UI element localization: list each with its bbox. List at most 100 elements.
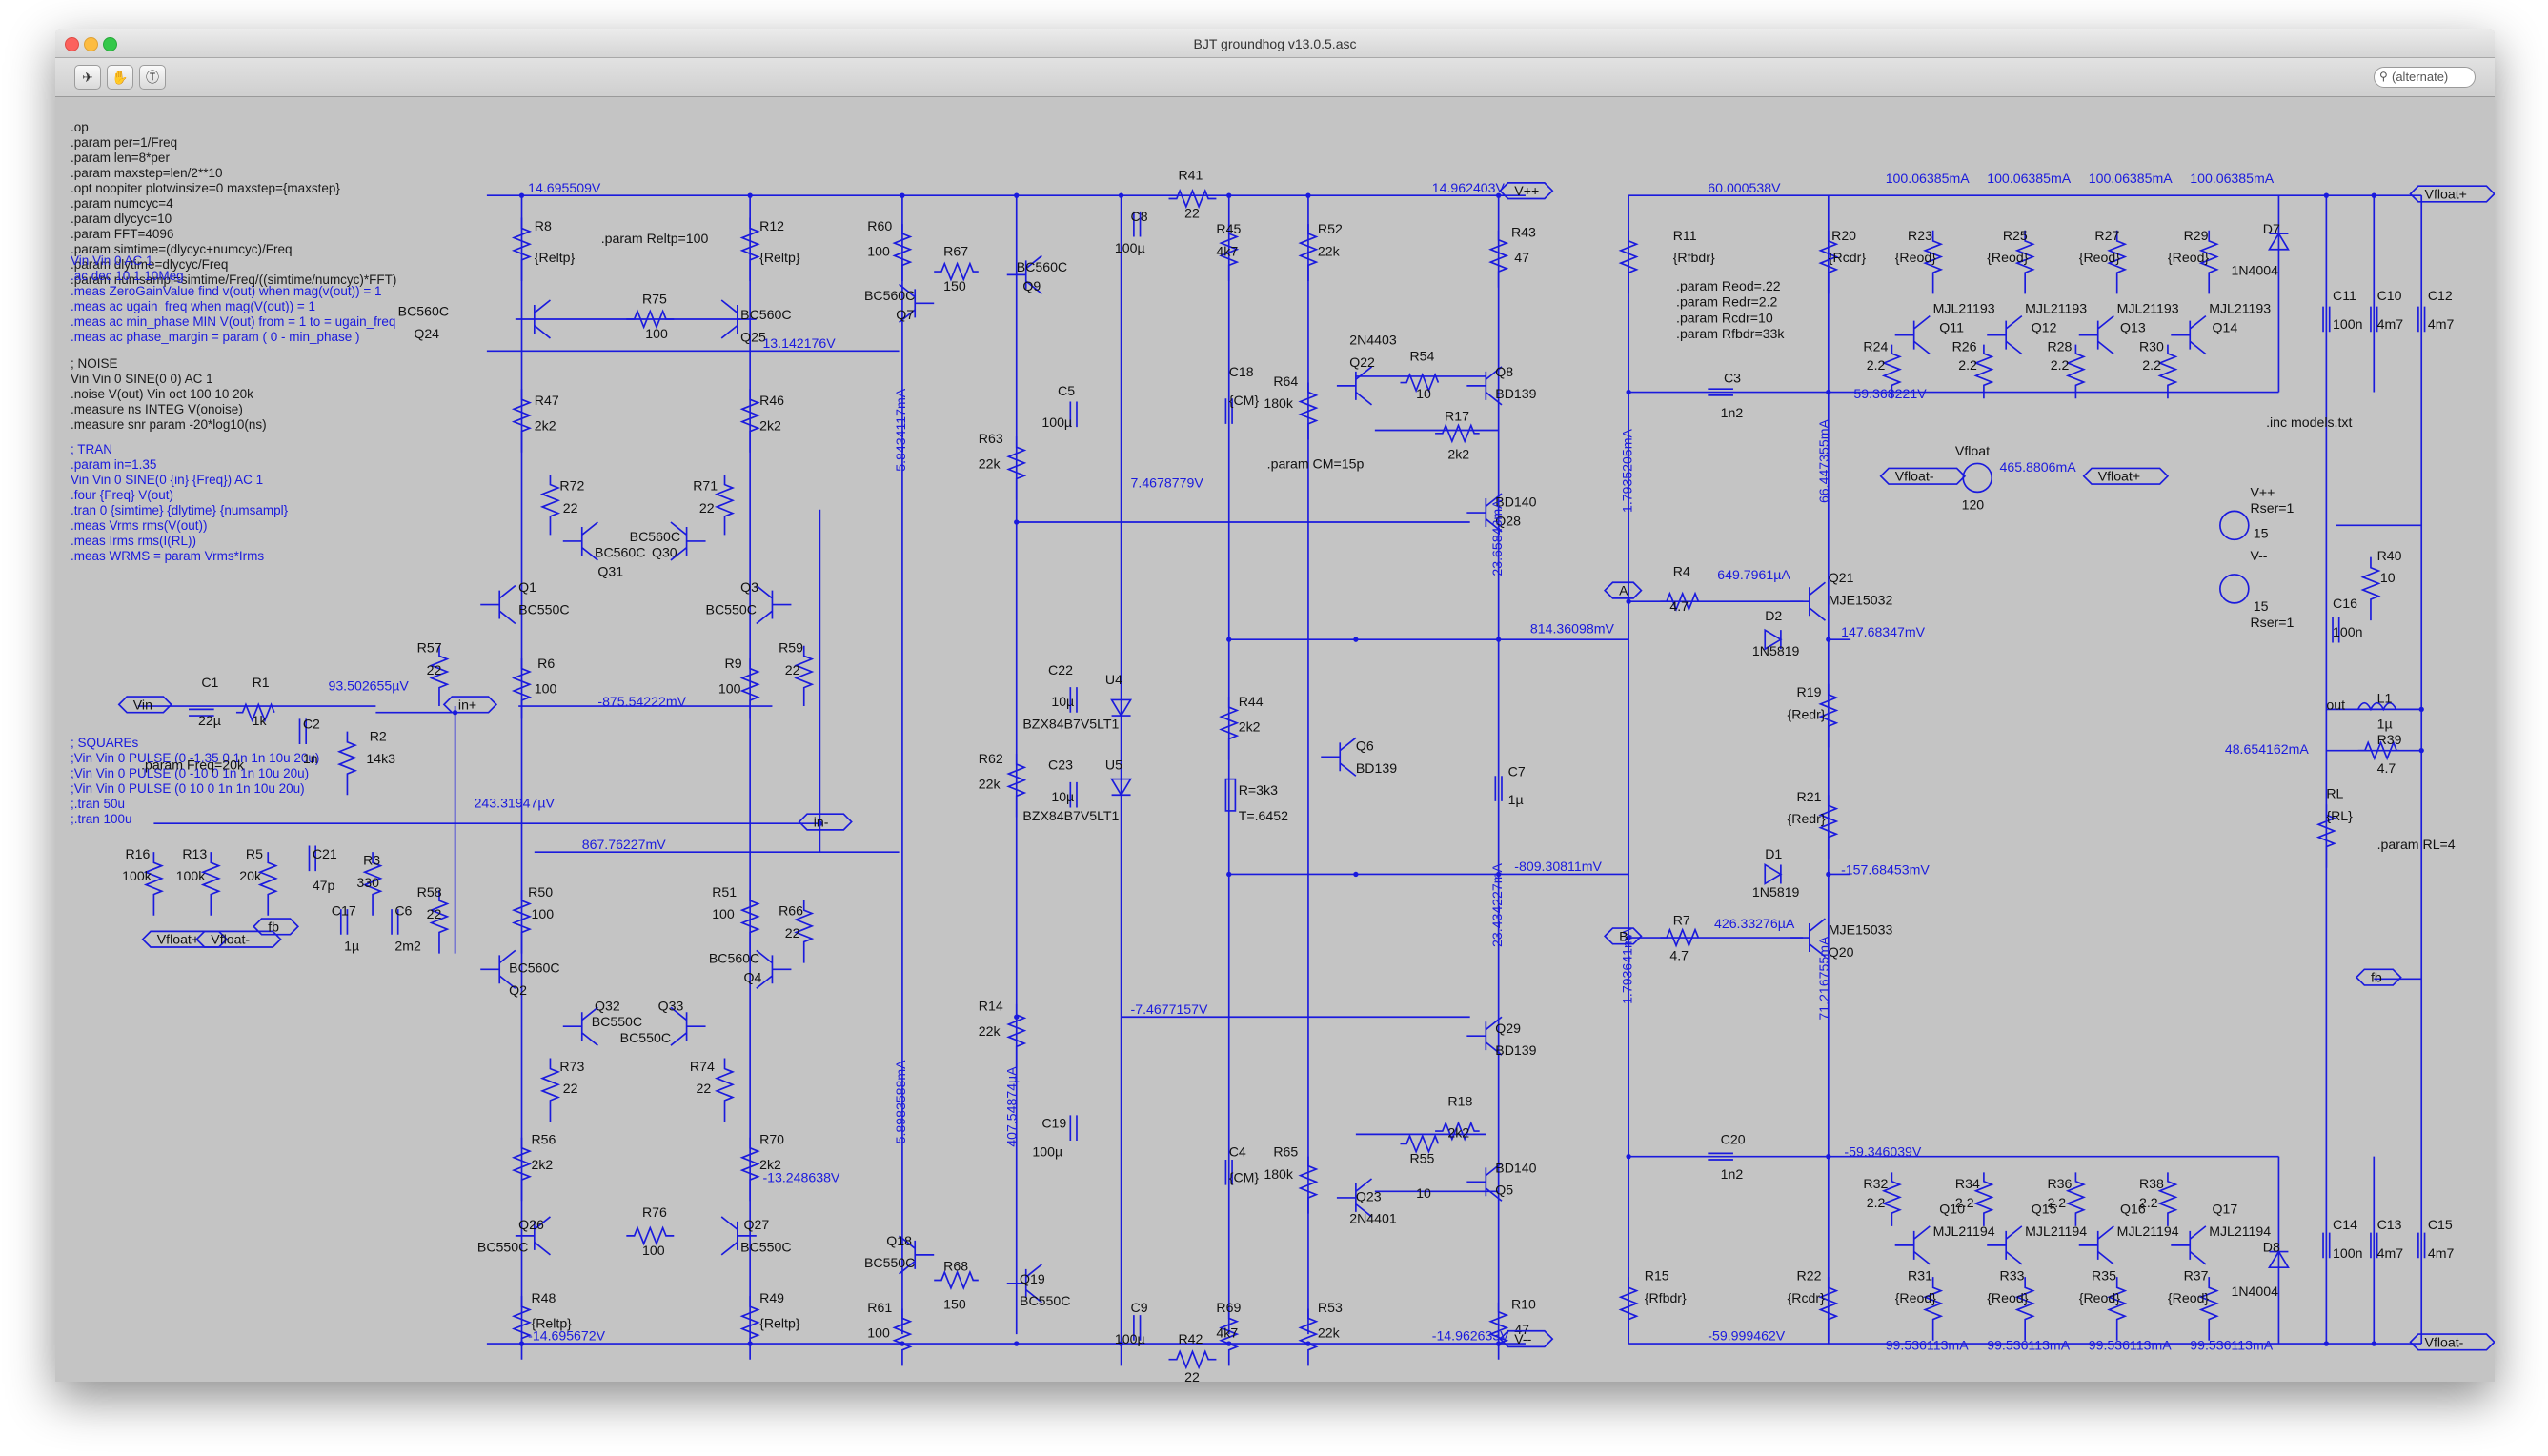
schematic-canvas[interactable]: .op .param per=1/Freq .param len=8*per .… bbox=[55, 97, 2495, 1382]
resistor-symbol bbox=[511, 389, 533, 453]
junction-dot bbox=[1353, 871, 1359, 878]
junction-dot bbox=[2323, 192, 2330, 198]
transistor-symbol bbox=[2171, 315, 2207, 355]
net-value: 7.4678779V bbox=[1131, 475, 1204, 490]
net-value: 649.7961µA bbox=[1717, 567, 1790, 582]
junction-dot bbox=[1226, 1341, 1232, 1346]
junction-dot bbox=[1626, 1154, 1631, 1160]
maximize-window-button[interactable] bbox=[103, 37, 117, 51]
junction-dot bbox=[1353, 637, 1359, 642]
junction-dot bbox=[518, 192, 525, 198]
component-label: .param Rfbdr=33k bbox=[1676, 326, 1785, 341]
capacitor-symbol bbox=[339, 909, 349, 935]
junction-dot bbox=[1826, 637, 1831, 642]
capacitor-symbol bbox=[1069, 1115, 1078, 1142]
diode-symbol bbox=[2267, 232, 2290, 251]
component-label: R11 bbox=[1673, 228, 1697, 243]
component-label: 2k2 bbox=[531, 1157, 553, 1172]
resistor-symbol bbox=[511, 658, 533, 719]
minimize-window-button[interactable] bbox=[84, 37, 98, 51]
component-label: 1µ bbox=[2377, 716, 2393, 731]
resistor-symbol bbox=[892, 1308, 913, 1366]
resistor-symbol bbox=[1973, 344, 1994, 399]
hand-icon[interactable]: ✋ bbox=[107, 65, 133, 90]
component-label: C3 bbox=[1724, 371, 1741, 386]
component-label: .param Freq=20k bbox=[141, 758, 245, 773]
net-value: 99.536113mA bbox=[1987, 1338, 2070, 1353]
capacitor-symbol bbox=[1069, 781, 1078, 808]
junction-dot bbox=[1826, 1154, 1831, 1160]
resistor-symbol bbox=[626, 1225, 675, 1246]
resistor-symbol bbox=[2107, 230, 2128, 294]
current-value: 1.7935205mA bbox=[1619, 428, 1634, 513]
component-label: V-- bbox=[2250, 548, 2267, 563]
resistor-symbol bbox=[739, 658, 760, 719]
component-label: C12 bbox=[2428, 288, 2453, 303]
component-label: R70 bbox=[759, 1131, 784, 1146]
component-label: 150 bbox=[943, 1296, 966, 1311]
component-label: 22 bbox=[427, 906, 442, 921]
component-label: 2.2 bbox=[2051, 357, 2070, 373]
resistor-symbol bbox=[934, 261, 979, 282]
text-tool-icon[interactable]: Ⓣ bbox=[139, 65, 166, 90]
resistor-symbol bbox=[1435, 423, 1480, 444]
transistor-symbol bbox=[1790, 918, 1826, 958]
resistor-symbol bbox=[1618, 230, 1639, 294]
resistor-symbol bbox=[714, 1058, 736, 1122]
run-icon[interactable]: ✈ bbox=[74, 65, 101, 90]
resistor-symbol bbox=[2065, 344, 2086, 399]
close-window-button[interactable] bbox=[65, 37, 79, 51]
component-label: BC560C bbox=[740, 307, 791, 322]
component-label: R14 bbox=[979, 999, 1003, 1014]
component-label: 1n2 bbox=[1721, 405, 1744, 420]
net-value: -809.30811mV bbox=[1514, 859, 1602, 874]
resistor-symbol bbox=[739, 389, 760, 453]
resistor-symbol bbox=[1881, 344, 1902, 399]
capacitor-symbol bbox=[1069, 401, 1078, 428]
directive-block-op: .op .param per=1/Freq .param len=8*per .… bbox=[71, 120, 397, 287]
resistor-symbol bbox=[626, 309, 675, 330]
component-label: R58 bbox=[417, 884, 442, 900]
component-label: Q19 bbox=[1020, 1271, 1045, 1286]
component-label: 100 bbox=[718, 681, 741, 697]
component-label: 2N4403 bbox=[1349, 333, 1397, 348]
component-label: BZX84B7V5LT1 bbox=[1022, 716, 1119, 731]
port-label: Vfloat- bbox=[1895, 469, 1934, 484]
component-label: C6 bbox=[394, 903, 412, 919]
capacitor-symbol bbox=[2322, 306, 2331, 333]
search-field[interactable]: ⚲ (alternate) bbox=[2374, 67, 2476, 88]
capacitor-symbol bbox=[2370, 1232, 2378, 1259]
component-label: 22 bbox=[1184, 1369, 1200, 1382]
resistor-symbol bbox=[143, 852, 164, 916]
resistor-symbol bbox=[1818, 795, 1839, 859]
component-label: 100µ bbox=[1041, 415, 1072, 430]
component-label: 180k bbox=[1264, 1166, 1294, 1182]
transistor-symbol bbox=[1006, 254, 1042, 295]
net-value: 59.368221V bbox=[1853, 386, 1927, 401]
component-label: 14k3 bbox=[366, 751, 395, 766]
component-label: 100 bbox=[712, 906, 735, 921]
port-label: B bbox=[1619, 928, 1628, 943]
current-value: 5.8983588mA bbox=[893, 1060, 908, 1144]
resistor-symbol bbox=[934, 1269, 979, 1291]
resistor-symbol bbox=[2014, 1277, 2035, 1341]
component-label: 22 bbox=[563, 500, 578, 516]
component-label: 2k2 bbox=[759, 1157, 781, 1172]
directive-block-squares: ; SQUAREs ;Vin Vin 0 PULSE (0 -1.35 0 1n… bbox=[71, 736, 320, 826]
component-label: 2.2 bbox=[2047, 1195, 2066, 1210]
component-label: 22k bbox=[1318, 243, 1341, 258]
component-label: C15 bbox=[2428, 1217, 2453, 1232]
component-label: Rser=1 bbox=[2250, 500, 2294, 516]
port-flag bbox=[2355, 968, 2402, 986]
resistor-symbol bbox=[1006, 1003, 1027, 1068]
component-label: Q21 bbox=[1829, 570, 1854, 585]
component-label: R48 bbox=[531, 1290, 556, 1305]
component-label: C18 bbox=[1229, 364, 1254, 379]
search-icon: ⚲ bbox=[2379, 70, 2388, 83]
net-value: -59.346039V bbox=[1844, 1144, 1921, 1160]
net-value: 99.536113mA bbox=[1886, 1338, 1969, 1353]
component-label: {Reod} bbox=[1987, 250, 2028, 265]
net-value: 99.536113mA bbox=[2089, 1338, 2172, 1353]
component-label: 100k bbox=[122, 868, 152, 883]
component-label: R43 bbox=[1511, 224, 1536, 239]
